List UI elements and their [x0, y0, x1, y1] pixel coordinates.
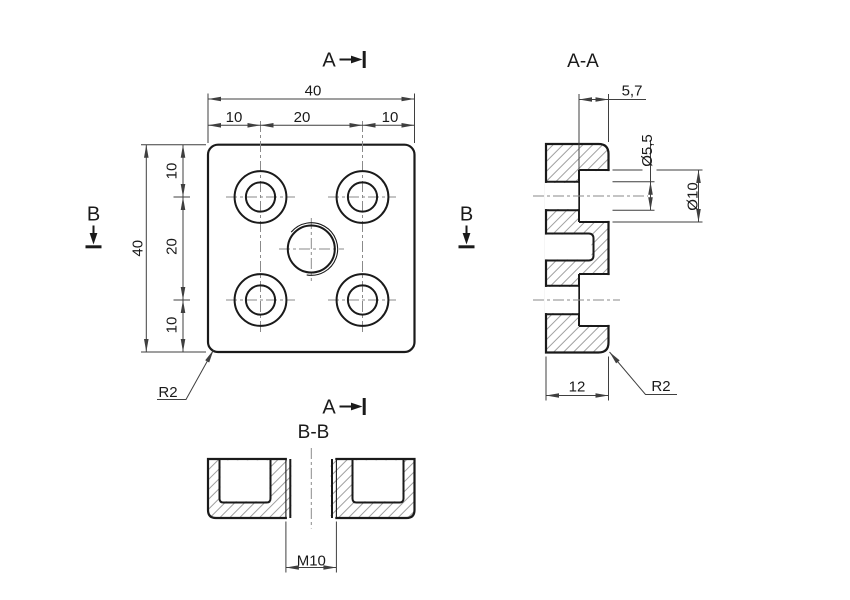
thread-minor-lines — [289, 459, 333, 518]
dim-counterbore-depth-label: 5,7 — [622, 83, 643, 100]
dim-thickness-label: 12 — [569, 379, 586, 396]
leader-arrowhead — [609, 352, 620, 364]
dim-thickness: 12 — [545, 356, 609, 401]
section-arrowhead — [351, 402, 363, 411]
cutting-plane-label-a: A — [322, 50, 336, 72]
dim-height-chain: 10 20 10 — [164, 144, 190, 352]
dim-width-total: 40 — [207, 83, 415, 143]
dim-chain-label: 20 — [294, 109, 311, 126]
leader-arrowhead — [205, 350, 214, 363]
dim-thread: M10 — [285, 521, 337, 573]
section-arrowhead — [351, 55, 363, 64]
dim-counterbore-diameter: Ø10 — [612, 169, 703, 223]
cutting-plane-label-b: B — [87, 204, 100, 226]
dim-chain-label: 20 — [164, 238, 181, 255]
counterbore-hole-top-right — [335, 170, 390, 224]
dim-chain-label: 10 — [164, 317, 181, 334]
counterbore-section-top — [544, 169, 611, 223]
dim-counterbore-depth: 5,7 — [578, 83, 646, 170]
section-aa-title: A-A — [567, 51, 599, 72]
dim-thread-label: M10 — [297, 553, 326, 570]
arrowhead — [208, 96, 221, 102]
section-arrowhead — [89, 233, 98, 245]
cutting-plane-label-a: A — [322, 397, 336, 419]
radius-label: R2 — [651, 378, 670, 395]
pocket-section-right — [351, 459, 405, 504]
thread-section-m10 — [285, 448, 337, 529]
thread-arc — [290, 222, 339, 276]
dim-hole-diameter-label: Ø5,5 — [639, 134, 656, 167]
pocket-section-left — [218, 459, 272, 504]
cutting-plane-label-b: B — [460, 204, 473, 226]
top-view: 40 10 20 10 40 — [85, 50, 475, 419]
dim-width-chain: 10 20 10 — [208, 109, 415, 128]
dim-height-total-label: 40 — [130, 240, 147, 257]
dim-chain-label: 10 — [164, 163, 181, 180]
dim-counterbore-diameter-label: Ø10 — [685, 182, 702, 210]
counterbore-hole-top-left — [233, 170, 288, 224]
cutting-arrow-b-right: B — [458, 204, 475, 249]
dim-chain-label: 10 — [226, 109, 243, 126]
thread-major-lines — [285, 459, 337, 518]
dim-chain-label: 10 — [382, 109, 399, 126]
radius-leader-section-aa: R2 — [609, 351, 677, 395]
dim-height-total: 40 — [130, 144, 206, 353]
radius-leader-top-view: R2 — [157, 349, 214, 401]
counterbore-hole-bottom-left — [233, 273, 288, 327]
cutting-arrow-a-bottom: A — [322, 397, 366, 419]
section-bb: B-B M10 — [206, 422, 416, 573]
section-bb-title: B-B — [298, 422, 330, 443]
center-pocket-section — [544, 232, 595, 262]
cutting-arrow-a-top: A — [322, 50, 366, 72]
dim-hole-diameter: Ø5,5 — [612, 134, 656, 211]
section-arrowhead — [462, 233, 471, 245]
centerlines — [226, 121, 396, 333]
cutting-arrow-b-left: B — [85, 204, 102, 249]
section-aa-centerlines — [533, 195, 648, 301]
counterbore-hole-bottom-right — [335, 273, 390, 327]
arrowhead — [401, 96, 415, 102]
radius-label: R2 — [158, 384, 177, 401]
section-aa: A-A — [533, 51, 703, 401]
center-thread-hole — [286, 222, 339, 276]
dim-width-total-label: 40 — [305, 83, 322, 100]
